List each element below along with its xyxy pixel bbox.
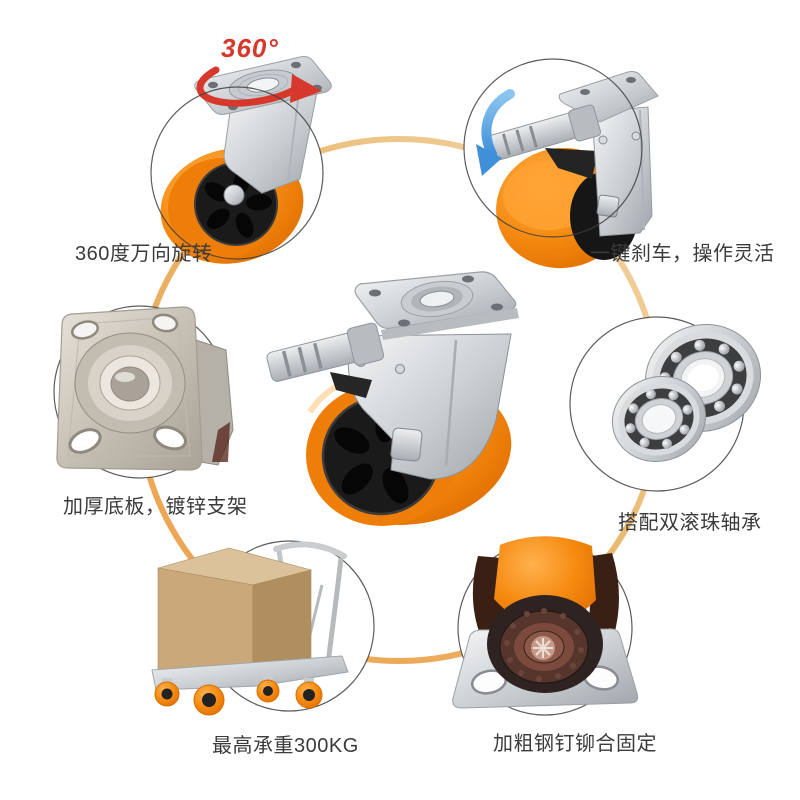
callout-plate bbox=[53, 305, 234, 479]
rotation-arrow-icon bbox=[196, 66, 322, 107]
callout-rivet bbox=[452, 536, 639, 716]
ball-bearings-icon bbox=[611, 324, 762, 463]
badge-360: 360° bbox=[221, 33, 279, 63]
callout-brake bbox=[463, 58, 659, 269]
platform-cart-icon bbox=[151, 541, 349, 716]
callout-outline bbox=[150, 86, 324, 260]
mounting-plate-icon bbox=[56, 306, 234, 471]
label-swivel: 360度万向旋转 bbox=[75, 243, 213, 265]
press-arrow-icon bbox=[476, 89, 515, 176]
callout-load bbox=[151, 540, 375, 716]
rivet-mount-icon bbox=[452, 536, 639, 709]
swivel-caster-icon bbox=[160, 56, 332, 264]
brake-pedal-icon bbox=[476, 71, 659, 269]
callout-swivel bbox=[150, 56, 332, 264]
label-plate: 加厚底板，镀锌支架 bbox=[63, 496, 248, 518]
swivel-caster-with-brake-icon bbox=[266, 271, 519, 526]
label-brake: 一键刹车，操作灵活 bbox=[590, 243, 775, 265]
callout-bearing bbox=[569, 316, 762, 492]
callout-outline bbox=[463, 58, 643, 238]
cart-caster-icon bbox=[154, 676, 323, 716]
label-load: 最高承重300KG bbox=[212, 735, 359, 757]
label-rivet: 加粗钢钉铆合固定 bbox=[493, 733, 657, 755]
label-bearing: 搭配双滚珠轴承 bbox=[618, 512, 762, 534]
